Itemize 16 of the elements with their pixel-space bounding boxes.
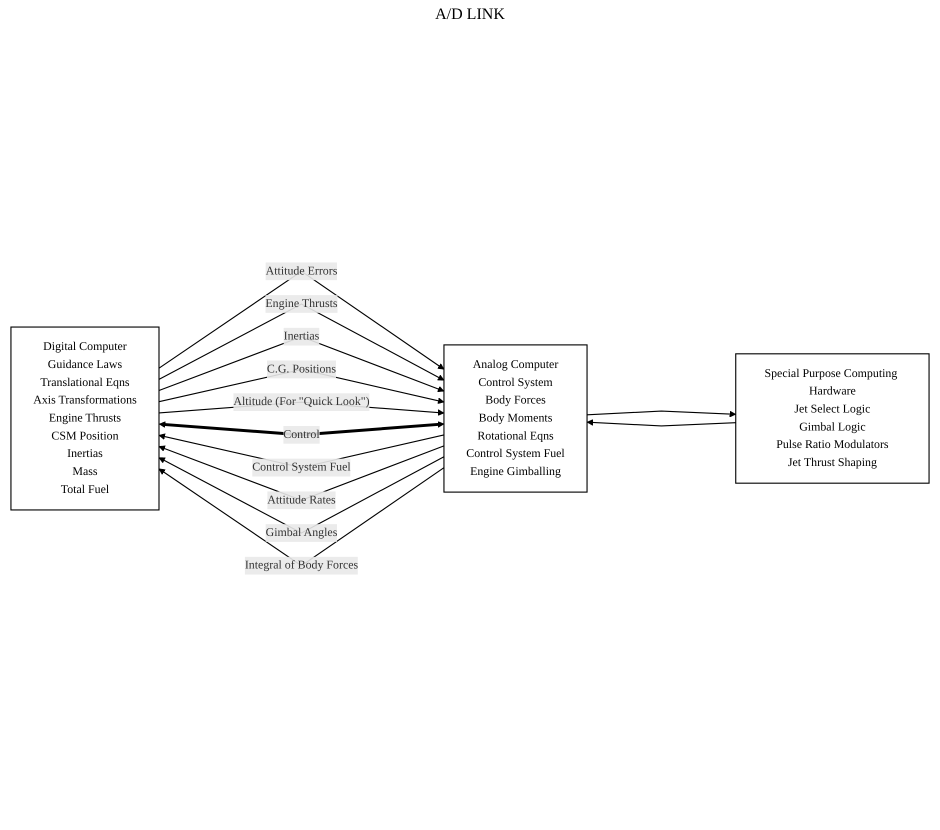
edge-label: Altitude (For "Quick Look") [233, 395, 370, 408]
edge-label: Control [283, 428, 320, 441]
arrow [586, 419, 736, 426]
edge-label: C.G. Positions [266, 362, 336, 376]
edge-label: Engine Thrusts [265, 297, 338, 310]
node-box: Special Purpose Computing Hardware Jet Select Logic Gimbal Logic Pulse Ratio Modulators Jet Thrust Shaping [735, 353, 930, 484]
node-box: Digital Computer Guidance Laws Translational Eqns Axis Transformations Engine Thrusts CSM Position Inertias Mass Total Fuel [10, 326, 160, 510]
arrow [587, 410, 736, 418]
edge-label: Integral of Body Forces [244, 559, 358, 572]
edge-label: Attitude Rates [267, 494, 336, 506]
edge-label: Inertias [284, 330, 320, 343]
link-label: A/D LINK [435, 6, 505, 24]
edge-label: Attitude Errors [266, 264, 338, 278]
edge-label: Gimbal Angles [266, 526, 338, 539]
node-box: Analog Computer Control System Body Forces Body Moments Rotational Eqns Control System Fuel Engine Gimballing [443, 344, 588, 493]
edge-label: Control System Fuel [252, 460, 351, 474]
